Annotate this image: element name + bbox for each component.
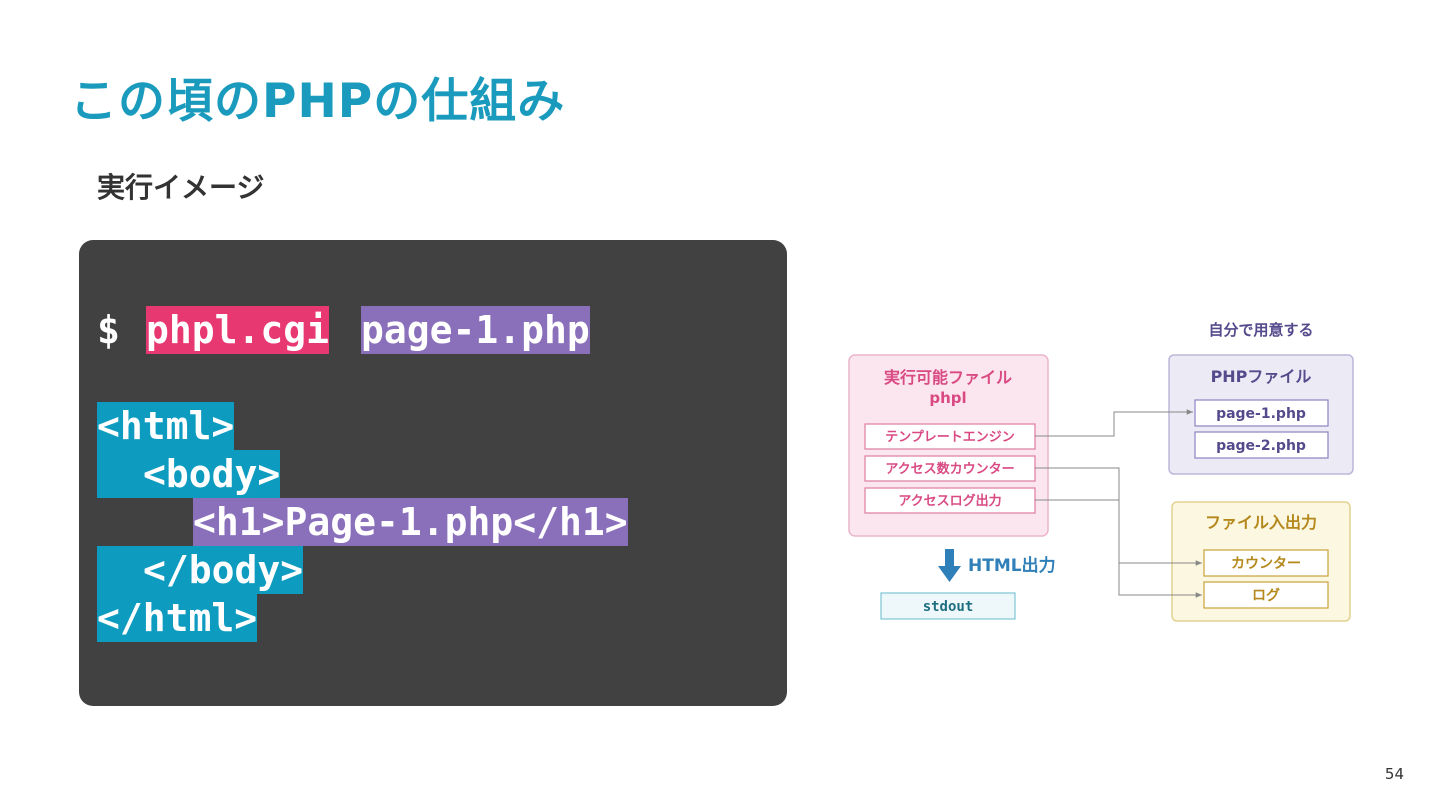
php-file-label: page-2.php xyxy=(1216,438,1306,454)
output-line: </body> xyxy=(143,546,304,594)
php-files-title: PHPファイル xyxy=(1211,367,1312,386)
module-label: アクセス数カウンター xyxy=(885,461,1014,477)
down-arrow-icon xyxy=(938,549,961,582)
connector-log-to-file xyxy=(1035,499,1202,598)
terminal-panel: $ phpl.cgi page-1.php <html> <body> <h1>… xyxy=(79,240,787,706)
php-file-label: page-1.php xyxy=(1216,406,1306,422)
user-prepared-caption: 自分で用意する xyxy=(1208,321,1313,339)
file-io-item-box xyxy=(1203,549,1329,577)
stdout-box xyxy=(880,592,1016,620)
output-line: <html> xyxy=(97,402,235,450)
output-line-indent xyxy=(97,450,143,498)
stdout-label: stdout xyxy=(923,599,974,615)
module-box-access-log xyxy=(864,487,1036,514)
output-line-indent xyxy=(97,546,143,594)
executable-name: phpl xyxy=(929,389,966,407)
command-name: phpl.cgi xyxy=(146,306,330,354)
html-output-label: HTML出力 xyxy=(968,555,1056,576)
module-label: テンプレートエンジン xyxy=(885,430,1015,445)
slide-subtitle: 実行イメージ xyxy=(97,171,265,204)
php-file-box xyxy=(1194,399,1329,427)
file-io-item-label: ログ xyxy=(1252,587,1280,604)
output-line: </html> xyxy=(97,594,258,642)
output-line: <body> xyxy=(143,450,281,498)
page-number: 54 xyxy=(1384,765,1404,783)
php-file-box xyxy=(1194,431,1329,459)
module-box-template-engine xyxy=(864,423,1036,450)
module-label: アクセスログ出力 xyxy=(898,493,1001,509)
file-io-item-box xyxy=(1203,581,1329,609)
executable-title: 実行可能ファイル xyxy=(884,368,1012,387)
module-box-access-counter xyxy=(864,455,1036,482)
prompt-symbol: $ xyxy=(97,308,120,352)
connector-template-to-php xyxy=(1035,409,1193,437)
output-line-highlighted: <h1>Page-1.php</h1> xyxy=(193,498,628,546)
file-io-item-label: カウンター xyxy=(1231,556,1301,572)
slide-title: この頃のPHPの仕組み xyxy=(70,74,566,129)
command-argument: page-1.php xyxy=(361,306,590,354)
file-io-title: ファイル入出力 xyxy=(1205,513,1317,532)
